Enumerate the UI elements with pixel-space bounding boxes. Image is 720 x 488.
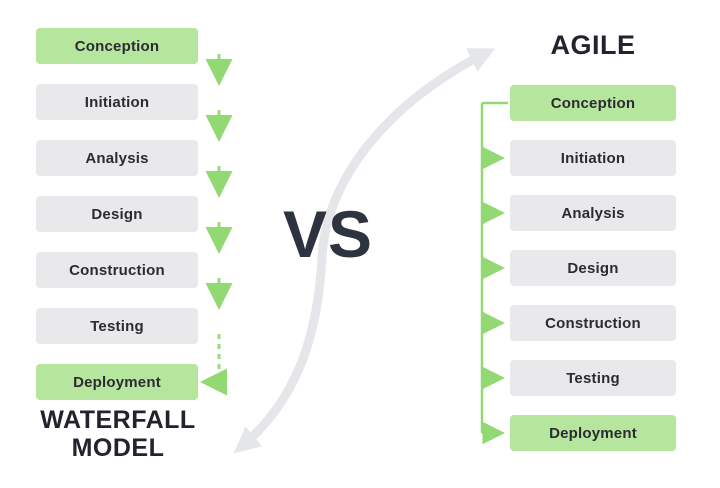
waterfall-stage-design: Design <box>36 196 198 232</box>
agile-stage-testing: Testing <box>510 360 676 396</box>
waterfall-stage-testing: Testing <box>36 308 198 344</box>
agile-stage-construction: Construction <box>510 305 676 341</box>
agile-branch-arrows <box>480 101 508 445</box>
agile-stage-deployment: Deployment <box>510 415 676 451</box>
waterfall-title-line1: WATERFALL <box>40 406 196 434</box>
waterfall-stage-initiation: Initiation <box>36 84 198 120</box>
waterfall-stage-deployment: Deployment <box>36 364 198 400</box>
waterfall-flow-arrows <box>200 54 233 396</box>
vs-curve-arrow <box>233 47 496 454</box>
waterfall-stage-conception: Conception <box>36 28 198 64</box>
vs-label: VS <box>283 197 374 271</box>
waterfall-title-line2: MODEL <box>71 434 165 462</box>
agile-stage-design: Design <box>510 250 676 286</box>
agile-title: AGILE <box>550 30 636 60</box>
waterfall-stage-analysis: Analysis <box>36 140 198 176</box>
agile-stage-conception: Conception <box>510 85 676 121</box>
agile-stage-analysis: Analysis <box>510 195 676 231</box>
waterfall-model-title: WATERFALL MODEL <box>18 406 218 462</box>
waterfall-stage-construction: Construction <box>36 252 198 288</box>
agile-stage-initiation: Initiation <box>510 140 676 176</box>
